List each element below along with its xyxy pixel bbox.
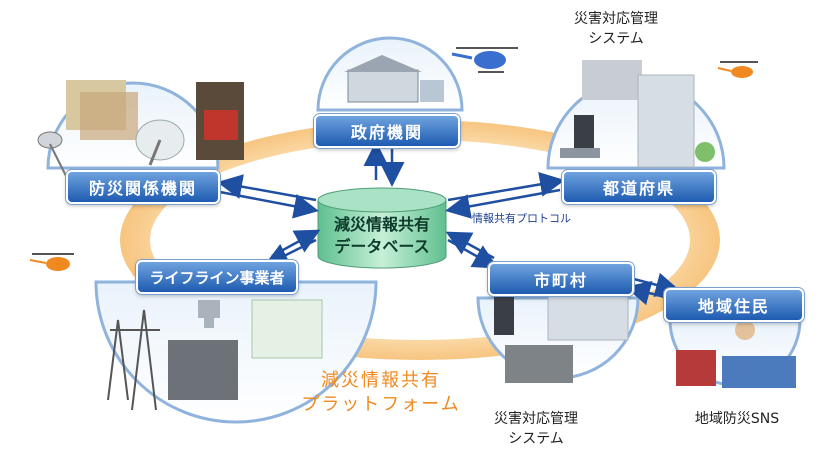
caption-top-system-line1: 災害対応管理 (574, 11, 658, 27)
bubble-residents (668, 318, 802, 388)
bubble-municipalities (476, 289, 640, 383)
node-government: 政府機関 (314, 114, 460, 148)
caption-top-system-line2: システム (588, 31, 644, 47)
node-prefectures: 都道府県 (562, 170, 716, 204)
database-cylinder (317, 187, 447, 269)
node-disaster-agencies: 防災関係機関 (66, 170, 220, 204)
platform-label-line2: プラットフォーム (301, 394, 461, 415)
helicopter-icon (717, 61, 758, 78)
bubble-disaster-agencies (46, 80, 244, 170)
connection-arrows (217, 141, 681, 306)
database-label-line1: 減災情報共有 (333, 215, 430, 234)
protocol-label: 情報共有プロトコル (472, 212, 571, 225)
node-residents: 地域住民 (664, 288, 804, 322)
caption-bottom-system-line1: 災害対応管理 (494, 411, 578, 427)
bubble-prefectures (546, 60, 726, 170)
caption-bottom-system-line2: システム (508, 431, 564, 447)
helicopter-icon (29, 253, 74, 271)
node-lifeline: ライフライン事業者 (136, 260, 298, 294)
platform-label-line1: 減災情報共有 (321, 370, 441, 391)
caption-sns: 地域防災SNS (694, 411, 780, 427)
bubble-government (316, 36, 464, 112)
helicopter-icon (451, 47, 518, 73)
bubble-lifeline (94, 280, 378, 424)
satellite-dish-icon (37, 131, 69, 181)
node-municipalities: 市町村 (488, 262, 634, 296)
database-label-line2: データベース (334, 237, 430, 256)
